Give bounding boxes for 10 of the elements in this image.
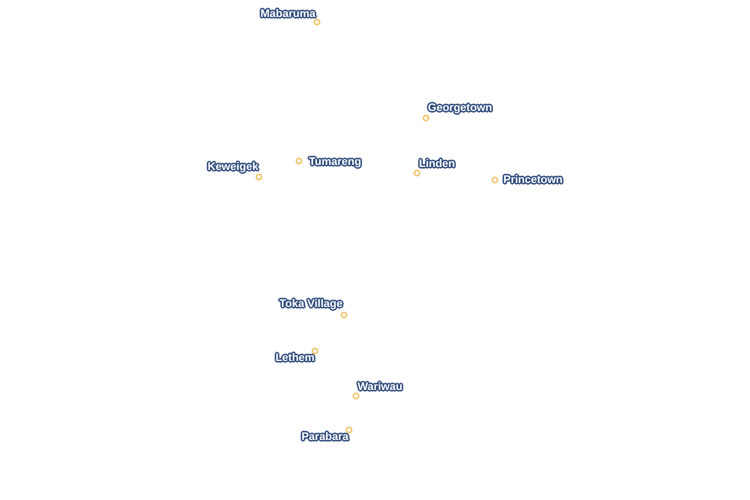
place-label: Tumareng xyxy=(308,156,362,168)
place-label: Parabara xyxy=(301,431,349,443)
place-label: Lethem xyxy=(275,352,315,364)
place-label: Linden xyxy=(418,158,456,170)
place-label: Princetown xyxy=(503,174,563,186)
place-label: Toka Village xyxy=(279,298,343,310)
place-label: Mabaruma xyxy=(260,8,316,20)
place-label: Keweigek xyxy=(208,161,258,173)
place-label: Wariwau xyxy=(358,381,402,393)
place-label: Georgetown xyxy=(428,102,492,114)
